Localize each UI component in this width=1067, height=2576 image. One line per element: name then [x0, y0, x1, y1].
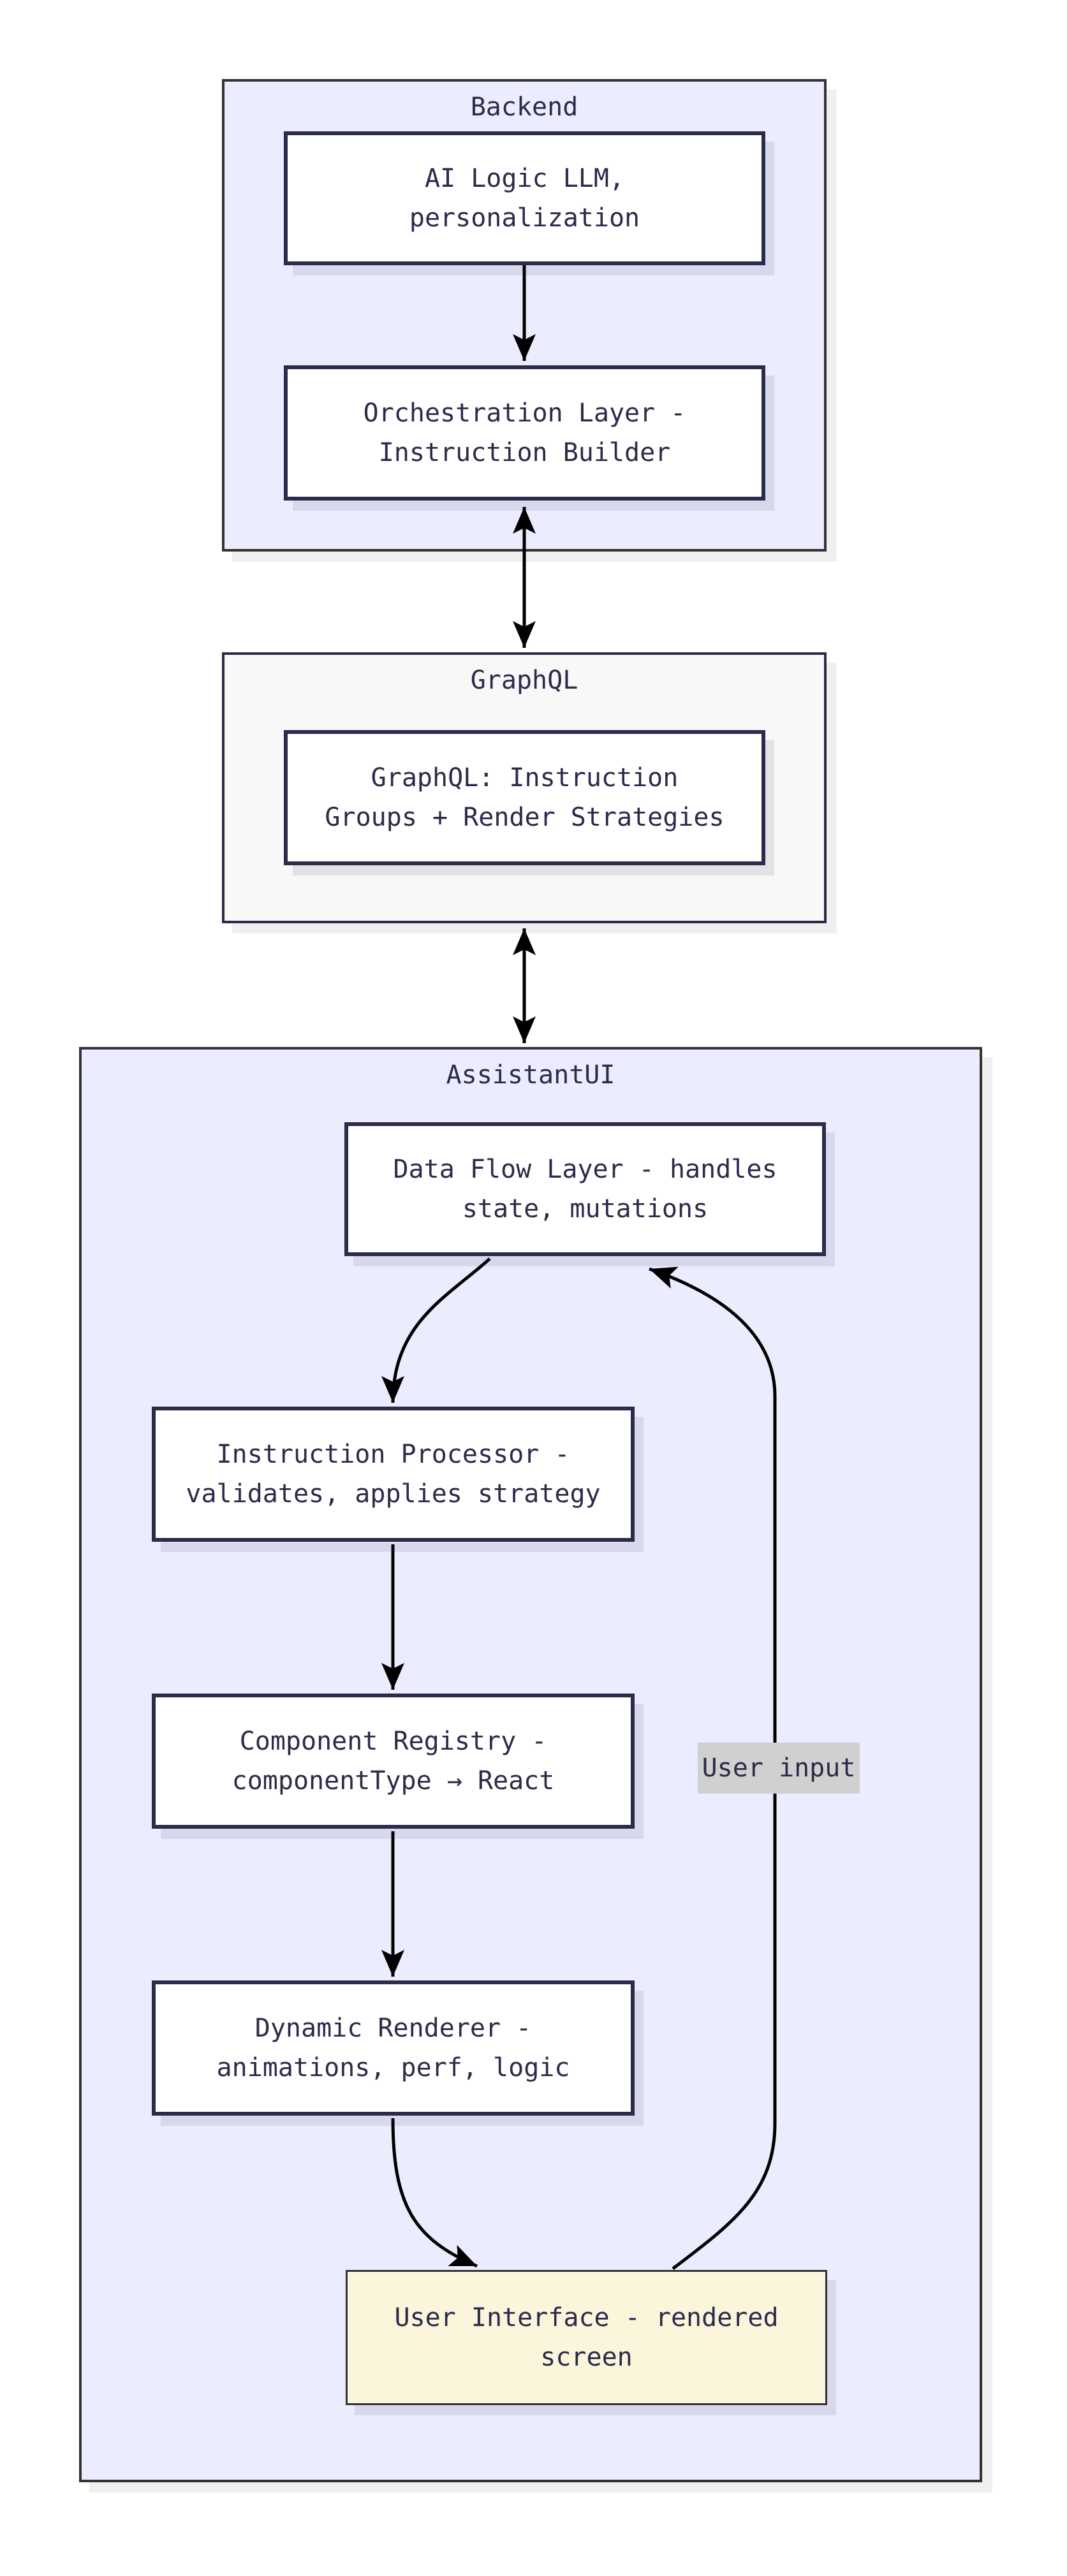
cluster-title-graphql: GraphQL	[470, 666, 578, 695]
node-ai-logic: AI Logic LLM, personalization	[284, 131, 765, 265]
edge-label-user-input: User input	[698, 1743, 860, 1794]
cluster-title-backend: Backend	[470, 92, 578, 122]
node-component-registry: Component Registry - componentType → Rea…	[152, 1694, 635, 1829]
edge-ui-to-dataflow-user-input	[649, 1266, 777, 2270]
cluster-title-assistantui: AssistantUI	[446, 1060, 615, 1090]
node-user-interface: User Interface - rendered screen	[346, 2270, 827, 2405]
node-instruction-processor: Instruction Processor - validates, appli…	[152, 1407, 635, 1542]
node-data-flow-layer: Data Flow Layer - handles state, mutatio…	[344, 1122, 826, 1256]
node-graphql-instruction-groups: GraphQL: Instruction Groups + Render Str…	[284, 730, 765, 865]
node-orchestration-layer: Orchestration Layer - Instruction Builde…	[284, 365, 765, 501]
edge-dataflow-to-processor	[381, 1257, 491, 1403]
edge-renderer-to-ui	[391, 2118, 478, 2268]
node-dynamic-renderer: Dynamic Renderer - animations, perf, log…	[152, 1980, 635, 2116]
